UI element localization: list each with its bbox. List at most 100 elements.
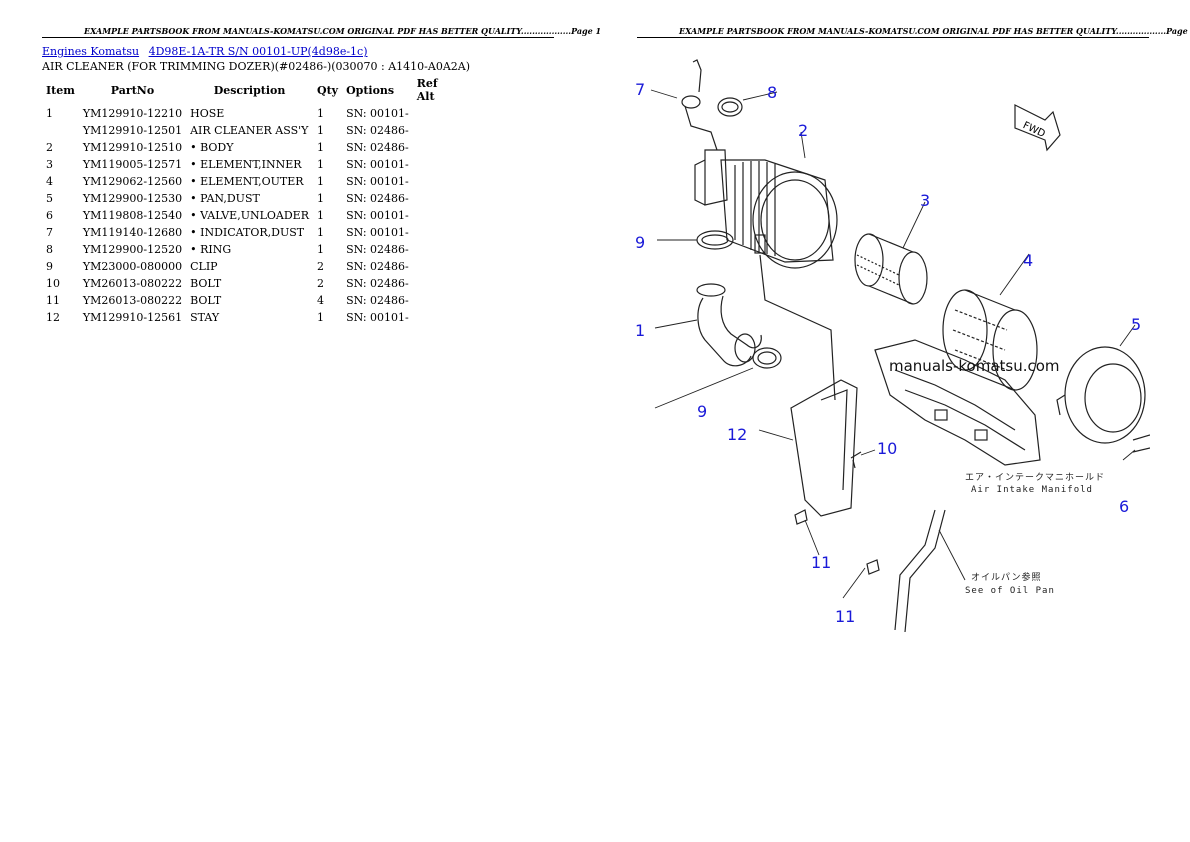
cell-qty: 1: [317, 209, 324, 222]
cell-ref-alt: [413, 258, 461, 275]
cell-item: 7: [46, 226, 53, 239]
cell-item: 6: [46, 209, 53, 222]
cell-item: 10: [46, 277, 60, 290]
callout-7: 7: [635, 80, 645, 99]
cell-description: AIR CLEANER ASS'Y: [190, 124, 309, 137]
cell-item: 8: [46, 243, 53, 256]
note-intake-jp: エア・インテークマニホールド: [965, 472, 1105, 483]
cell-options: SN: 00101-: [346, 175, 409, 188]
cell-ref-alt: [413, 139, 461, 156]
cell-ref-alt: [413, 105, 461, 122]
page-header: EXAMPLE PARTSBOOK FROM MANUALS-KOMATSU.C…: [84, 26, 602, 36]
cell-options: SN: 00101-: [346, 209, 409, 222]
cell-qty: 1: [317, 243, 324, 256]
cell-description: CLIP: [190, 260, 218, 273]
cell-item: 11: [46, 294, 60, 307]
cell-item: 12: [46, 311, 60, 324]
cell-ref-alt: [413, 190, 461, 207]
callout-11-lower: 11: [835, 607, 855, 626]
column-header-partno: PartNo: [110, 83, 155, 97]
cell-item: 2: [46, 141, 53, 154]
cell-options: SN: 02486-: [346, 294, 409, 307]
cell-item: 5: [46, 192, 53, 205]
clip-upper-drawing: [696, 230, 734, 250]
cell-options: SN: 00101-: [346, 158, 409, 171]
cell-options: SN: 02486-: [346, 260, 409, 273]
cell-qty: 1: [317, 107, 324, 120]
cell-qty: 1: [317, 158, 324, 171]
cell-options: SN: 02486-: [346, 243, 409, 256]
cell-partno: YM129910-12210: [82, 107, 183, 120]
parts-table: Item PartNo Description Qty Options Ref …: [42, 76, 461, 326]
page-header: EXAMPLE PARTSBOOK FROM MANUALS-KOMATSU.C…: [679, 26, 1190, 36]
callout-9-lower: 9: [697, 402, 707, 421]
cell-qty: 1: [317, 175, 324, 188]
cell-description: • ELEMENT,INNER: [190, 158, 302, 171]
cell-partno: YM129910-12510: [82, 141, 183, 154]
header-divider: [42, 37, 554, 38]
callout-2: 2: [798, 121, 808, 140]
cell-ref-alt: [413, 224, 461, 241]
cell-partno: YM119005-12571: [82, 158, 183, 171]
diagram-page: EXAMPLE PARTSBOOK FROM MANUALS-KOMATSU.C…: [595, 0, 1190, 842]
cell-options: SN: 02486-: [346, 277, 409, 290]
bolt-10-drawing: [850, 451, 862, 469]
air-intake-manifold-drawing: [874, 339, 1041, 466]
exploded-parts-diagram: FWD 7 8 2 3 9 4 5 1 9 12 10 6 11 11 エア・イ…: [635, 59, 1150, 633]
cell-partno: YM129900-12520: [82, 243, 183, 256]
hose-drawing: [696, 283, 762, 367]
fwd-arrow-drawing: [1014, 104, 1061, 152]
bolt-11a-drawing: [794, 509, 808, 525]
cell-item: 4: [46, 175, 53, 188]
cell-description: • BODY: [190, 141, 234, 154]
cell-partno: YM23000-080000: [82, 260, 183, 273]
callout-8: 8: [767, 83, 777, 102]
cell-ref-alt: [413, 292, 461, 309]
fwd-label: FWD: [1021, 120, 1047, 140]
stay-bracket-drawing: [759, 254, 858, 517]
column-header-qty: Qty: [317, 83, 339, 97]
cell-options: SN: 00101-: [346, 226, 409, 239]
cell-ref-alt: [413, 156, 461, 173]
cell-partno: YM129910-12561: [82, 311, 183, 324]
callout-1: 1: [635, 321, 645, 340]
cell-description: STAY: [190, 311, 220, 324]
cell-qty: 1: [317, 124, 324, 137]
cell-options: SN: 00101-: [346, 107, 409, 120]
cell-description: BOLT: [190, 294, 222, 307]
cell-ref-alt: [413, 207, 461, 224]
cell-options: SN: 00101-: [346, 311, 409, 324]
cell-qty: 1: [317, 226, 324, 239]
cell-partno: YM26013-080222: [82, 294, 183, 307]
outer-element-drawing: [942, 289, 1038, 391]
cell-partno: YM26013-080222: [82, 277, 183, 290]
callout-10: 10: [877, 439, 897, 458]
bolt-11b-drawing: [866, 559, 880, 575]
unloader-valve-drawing: [1132, 434, 1150, 453]
note-oilpan-en: See of Oil Pan: [965, 586, 1055, 596]
cell-ref-alt: [413, 309, 461, 326]
parts-list-page: EXAMPLE PARTSBOOK FROM MANUALS-KOMATSU.C…: [42, 26, 602, 326]
cell-ref-alt: [413, 173, 461, 190]
breadcrumb-link-engines[interactable]: Engines Komatsu: [42, 45, 140, 58]
callout-3: 3: [920, 191, 930, 210]
cell-partno: YM129910-12501: [82, 124, 183, 137]
cell-item: 3: [46, 158, 53, 171]
column-header-options: Options: [346, 83, 395, 97]
inner-element-drawing: [854, 233, 928, 305]
cell-qty: 1: [317, 141, 324, 154]
cell-description: BOLT: [190, 277, 222, 290]
cell-description: • PAN,DUST: [190, 192, 260, 205]
callout-5: 5: [1131, 315, 1141, 334]
breadcrumb-link-model[interactable]: 4D98E-1A-TR S/N 00101-UP(4d98e-1c): [148, 45, 368, 58]
